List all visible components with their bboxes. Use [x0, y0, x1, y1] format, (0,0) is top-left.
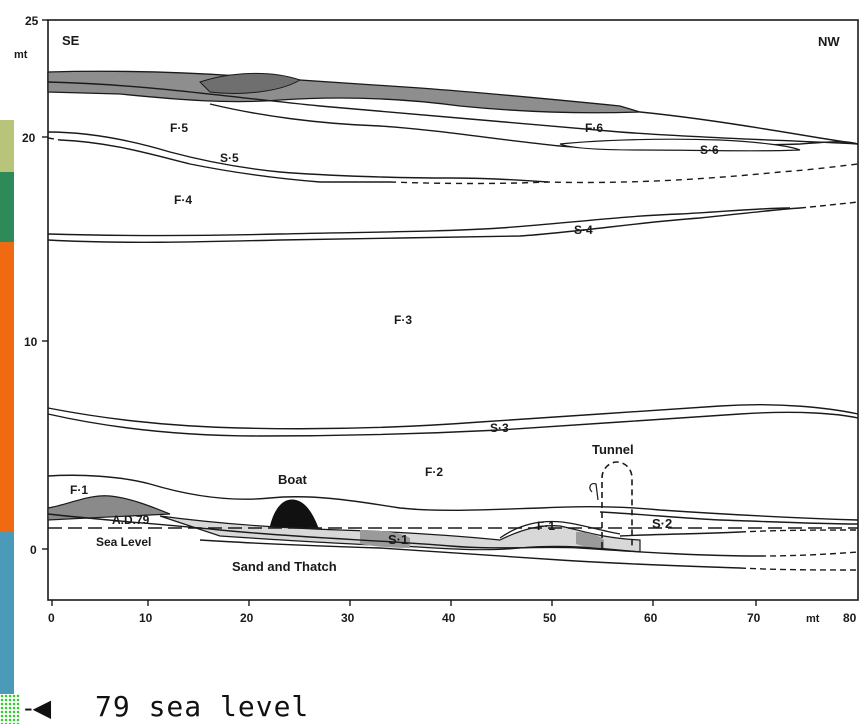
left-color-strip	[0, 120, 14, 700]
label-f6: F·6	[585, 121, 603, 135]
label-sea-level: Sea Level	[96, 535, 151, 549]
label-s2: S·2	[652, 516, 672, 531]
s2-band-lower	[619, 531, 741, 537]
label-tunnel: Tunnel	[592, 442, 634, 457]
strip-teal-segment	[0, 532, 14, 700]
plot-frame	[47, 19, 859, 601]
s5-band-upper	[47, 131, 549, 183]
label-boat: Boat	[278, 472, 308, 487]
y-tick-20: 20	[22, 131, 36, 145]
f1-right-darker-patch	[576, 532, 604, 548]
f1-top-line	[47, 474, 859, 521]
speaker-left-arrow-icon[interactable]: -◀	[24, 694, 52, 722]
top-band-line-1	[47, 81, 859, 145]
x-unit-label: mt	[806, 613, 820, 625]
label-f4: F·4	[174, 193, 192, 207]
y-unit-label: mt	[14, 49, 28, 61]
tunnel-outline	[601, 461, 633, 548]
strip-green-segment	[0, 172, 14, 242]
x-tick-20: 20	[240, 611, 254, 625]
label-s5: S·5	[220, 151, 239, 165]
x-tick-60: 60	[644, 611, 658, 625]
s5-dashed-right	[389, 163, 859, 185]
top-shaded-layer	[47, 70, 641, 114]
boat-silhouette	[269, 499, 319, 529]
top-band-line-2	[209, 103, 859, 150]
x-tick-30: 30	[341, 611, 355, 625]
x-tick-70: 70	[747, 611, 761, 625]
x-tick-40: 40	[442, 611, 456, 625]
label-sand-and-thatch: Sand and Thatch	[232, 559, 337, 574]
top-shaded-bump	[199, 72, 302, 94]
label-f3: F·3	[394, 313, 412, 327]
label-s3: S·3	[490, 421, 509, 435]
label-f1-right: F·1	[537, 519, 555, 533]
s6-lens	[559, 138, 801, 152]
s2-dashed-right	[739, 529, 859, 533]
lower-boundary-2-dashed	[739, 567, 859, 571]
s5-band-lower	[59, 139, 390, 183]
label-f5: F·5	[170, 121, 188, 135]
s5-dashed-left	[47, 137, 61, 141]
y-axis-ticks	[42, 19, 48, 550]
stratigraphy-diagram: 25 mt 20 10 0 0 10 20 30 40 50 60 70 mt …	[14, 14, 859, 625]
f1-right-lens	[499, 520, 621, 539]
s3-band-upper	[47, 404, 859, 430]
label-s1: S·1	[388, 532, 408, 547]
label-s6: S·6	[700, 143, 719, 157]
corner-label-se: SE	[62, 33, 80, 48]
lower-boundary-1-dashed	[759, 551, 859, 557]
x-tick-0: 0	[48, 611, 55, 625]
lower-boundary-1	[47, 513, 761, 557]
label-s4: S·4	[574, 223, 593, 237]
corner-label-nw: NW	[818, 34, 840, 49]
s4-band-lower	[47, 207, 801, 244]
x-tick-50: 50	[543, 611, 557, 625]
tunnel-side-mark	[589, 483, 599, 501]
y-tick-25: 25	[25, 14, 39, 28]
x-tick-10: 10	[139, 611, 153, 625]
caption-bar: -◀ 79 sea level	[0, 690, 866, 728]
s2-band-upper	[599, 511, 859, 525]
x-tick-80: 80	[843, 611, 857, 625]
strip-olive-segment	[0, 120, 14, 172]
s4-dashed-right	[799, 201, 859, 209]
y-tick-0: 0	[30, 543, 37, 557]
s4-band-upper	[47, 207, 791, 237]
ad79-shaded-mound	[47, 495, 171, 521]
strip-orange-segment	[0, 242, 14, 532]
top-band-line-3	[639, 111, 859, 145]
caption-text: 79 sea level	[95, 690, 310, 723]
label-f2: F·2	[425, 465, 443, 479]
lower-boundary-2	[199, 539, 741, 569]
y-tick-10: 10	[24, 335, 38, 349]
label-f1-left: F·1	[70, 483, 88, 497]
caption-dotted-marker	[0, 694, 20, 724]
label-ad79: A.D.79	[112, 513, 150, 527]
x-axis-ticks	[51, 600, 757, 606]
s1-darker-patch	[360, 530, 410, 548]
s3-band-lower	[47, 411, 859, 437]
